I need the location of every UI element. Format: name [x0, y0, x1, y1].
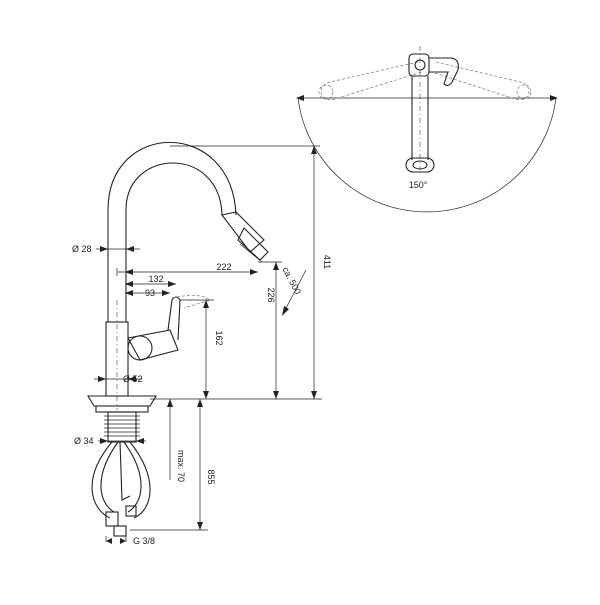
total-height-label: 411 — [322, 255, 332, 269]
lever-handle — [167, 296, 181, 341]
dimensions: 411 226 ca. 500 162 Ø 28 222 132 — [72, 145, 332, 546]
spray-nozzle — [237, 227, 269, 261]
spout-outer — [107, 141, 237, 322]
top-view: 150° — [296, 46, 558, 213]
lever-offset-93-label: 93 — [145, 288, 155, 298]
ghost-head-left — [318, 84, 334, 100]
arrow-right — [550, 95, 558, 101]
spout-inner — [125, 162, 223, 322]
connection-label: G 3/8 — [133, 536, 155, 546]
hose-center — [119, 441, 131, 501]
hose-left-outer — [91, 441, 113, 519]
escutcheon — [87, 395, 157, 407]
top-spray-face — [412, 160, 428, 170]
top-lever — [429, 57, 459, 87]
spout-diameter-label: Ø 28 — [72, 244, 92, 254]
hose-right-inner — [123, 441, 142, 513]
top-body — [408, 53, 430, 77]
lever-hub — [127, 335, 153, 361]
top-spray-head — [405, 157, 435, 173]
hose-length-label: 855 — [206, 469, 216, 484]
max-deck-label: max. 70 — [176, 450, 186, 482]
swing-angle-label: 150° — [409, 180, 428, 190]
lever-offset-132-label: 132 — [148, 274, 163, 284]
spout-reach-label: 222 — [216, 262, 231, 272]
ghost-head-right — [516, 84, 532, 100]
ghost-spout-left — [320, 61, 423, 100]
spray-head — [221, 211, 265, 253]
arrow-left — [296, 95, 304, 101]
hose-right-outer — [129, 441, 151, 519]
deck-plate — [95, 405, 149, 413]
lever-height-label: 162 — [214, 330, 224, 345]
spray-face — [239, 243, 263, 263]
body-diameter-label: Ø 52 — [123, 374, 143, 384]
hose-nut — [113, 525, 127, 537]
lever-base — [127, 329, 179, 361]
hose-left-inner — [100, 441, 119, 513]
shank-threads — [104, 415, 140, 437]
ghost-spout-right — [431, 61, 530, 100]
side-view — [87, 141, 269, 537]
pull-out-arrow — [283, 269, 307, 313]
shank — [107, 411, 137, 443]
swing-arc — [297, 97, 557, 213]
hose-connector-right — [125, 505, 137, 517]
pull-out-label: ca. 500 — [280, 265, 303, 296]
hose-connector-left — [105, 511, 119, 527]
shank-diameter-label: Ø 34 — [74, 436, 94, 446]
outlet-height-label: 226 — [266, 287, 276, 302]
ghost-lever — [171, 295, 211, 309]
